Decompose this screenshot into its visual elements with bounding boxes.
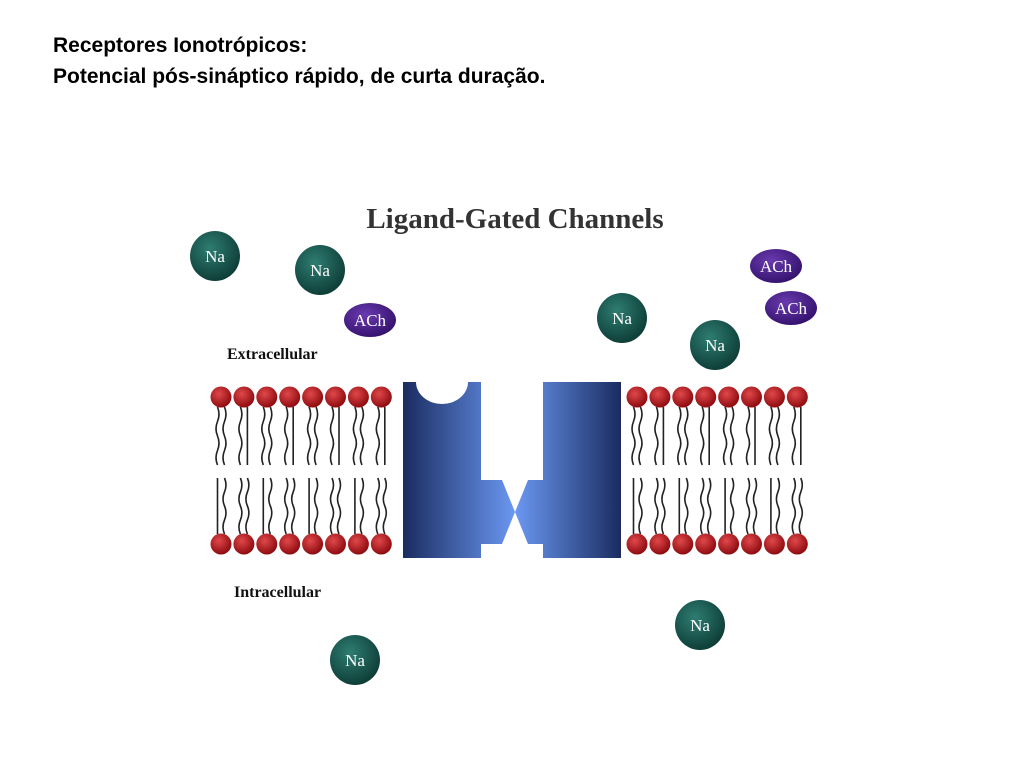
cell-membrane	[210, 386, 808, 555]
acetylcholine-label: ACh	[775, 299, 808, 318]
phospholipid-head	[302, 386, 324, 408]
sodium-ion-label: Na	[612, 309, 632, 328]
phospholipid-head	[210, 533, 232, 555]
sodium-ion-label: Na	[345, 651, 365, 670]
phospholipid-head	[256, 533, 278, 555]
phospholipid-head	[763, 533, 785, 555]
phospholipid-head	[649, 533, 671, 555]
phospholipid-tails	[722, 406, 735, 535]
extracellular-label: Extracellular	[227, 346, 318, 363]
acetylcholine-label: ACh	[760, 257, 793, 276]
phospholipid-tails	[329, 406, 342, 535]
channel-left-subunit	[403, 382, 515, 558]
sodium-ion: Na	[190, 231, 240, 281]
phospholipid-tails	[654, 406, 666, 535]
phospholipid-head	[370, 386, 392, 408]
sodium-ion: Na	[690, 320, 740, 370]
channel-right-subunit	[515, 382, 621, 558]
phospholipid-tails	[768, 406, 781, 535]
phospholipid-tails	[791, 406, 804, 535]
phospholipid-head	[695, 533, 717, 555]
phospholipid-head	[718, 533, 740, 555]
phospholipid-tails	[261, 406, 273, 535]
sodium-ion: Na	[675, 600, 725, 650]
slide-title: Receptores Ionotrópicos: Potencial pós-s…	[53, 30, 545, 92]
slide-title-line-2: Potencial pós-sináptico rápido, de curta…	[53, 65, 546, 88]
sodium-ion: Na	[597, 293, 647, 343]
phospholipid-tails	[699, 406, 712, 535]
sodium-ion: Na	[330, 635, 380, 685]
phospholipid-head	[302, 533, 324, 555]
phospholipid-tails	[677, 406, 689, 535]
phospholipid-head	[347, 533, 369, 555]
phospholipid-tails	[283, 406, 296, 535]
phospholipid-head	[763, 386, 785, 408]
slide-title-line-1: Receptores Ionotrópicos:	[53, 34, 308, 57]
phospholipid-head	[718, 386, 740, 408]
phospholipid-tails	[375, 406, 388, 535]
phospholipid-head	[741, 533, 762, 555]
phospholipid-head	[626, 533, 648, 555]
phospholipid-head	[672, 386, 694, 408]
sodium-ion-label: Na	[705, 336, 725, 355]
phospholipid-head	[279, 386, 301, 408]
phospholipid-head	[626, 386, 648, 408]
phospholipid-head	[649, 386, 671, 408]
phospholipid-head	[233, 533, 255, 555]
phospholipid-head	[279, 533, 301, 555]
acetylcholine-label: ACh	[354, 311, 387, 330]
phospholipid-head	[741, 386, 762, 408]
ion-channel-protein	[403, 382, 621, 558]
phospholipid-tails	[238, 406, 250, 535]
phospholipid-head	[256, 386, 278, 408]
diagram-title: Ligand-Gated Channels	[366, 203, 663, 235]
phospholipid-tails	[745, 406, 758, 535]
acetylcholine-molecule: ACh	[344, 303, 396, 337]
phospholipid-tails	[215, 406, 227, 535]
sodium-ion-label: Na	[310, 261, 330, 280]
phospholipid-head	[672, 533, 694, 555]
phospholipid-head	[786, 533, 808, 555]
phospholipid-head	[786, 386, 808, 408]
acetylcholine-molecule: ACh	[750, 249, 802, 283]
phospholipid-head	[325, 386, 346, 408]
phospholipid-tails	[352, 406, 365, 535]
phospholipid-head	[695, 386, 717, 408]
phospholipid-head	[370, 533, 392, 555]
phospholipid-head	[325, 533, 346, 555]
ligand-binding-site	[416, 382, 468, 404]
phospholipid-tails	[631, 406, 643, 535]
sodium-ion: Na	[295, 245, 345, 295]
intracellular-label: Intracellular	[234, 584, 321, 601]
acetylcholine-molecule: ACh	[765, 291, 817, 325]
sodium-ion-label: Na	[690, 616, 710, 635]
phospholipid-head	[210, 386, 232, 408]
phospholipid-head	[233, 386, 255, 408]
phospholipid-head	[347, 386, 369, 408]
phospholipid-tails	[306, 406, 319, 535]
sodium-ion-label: Na	[205, 247, 225, 266]
